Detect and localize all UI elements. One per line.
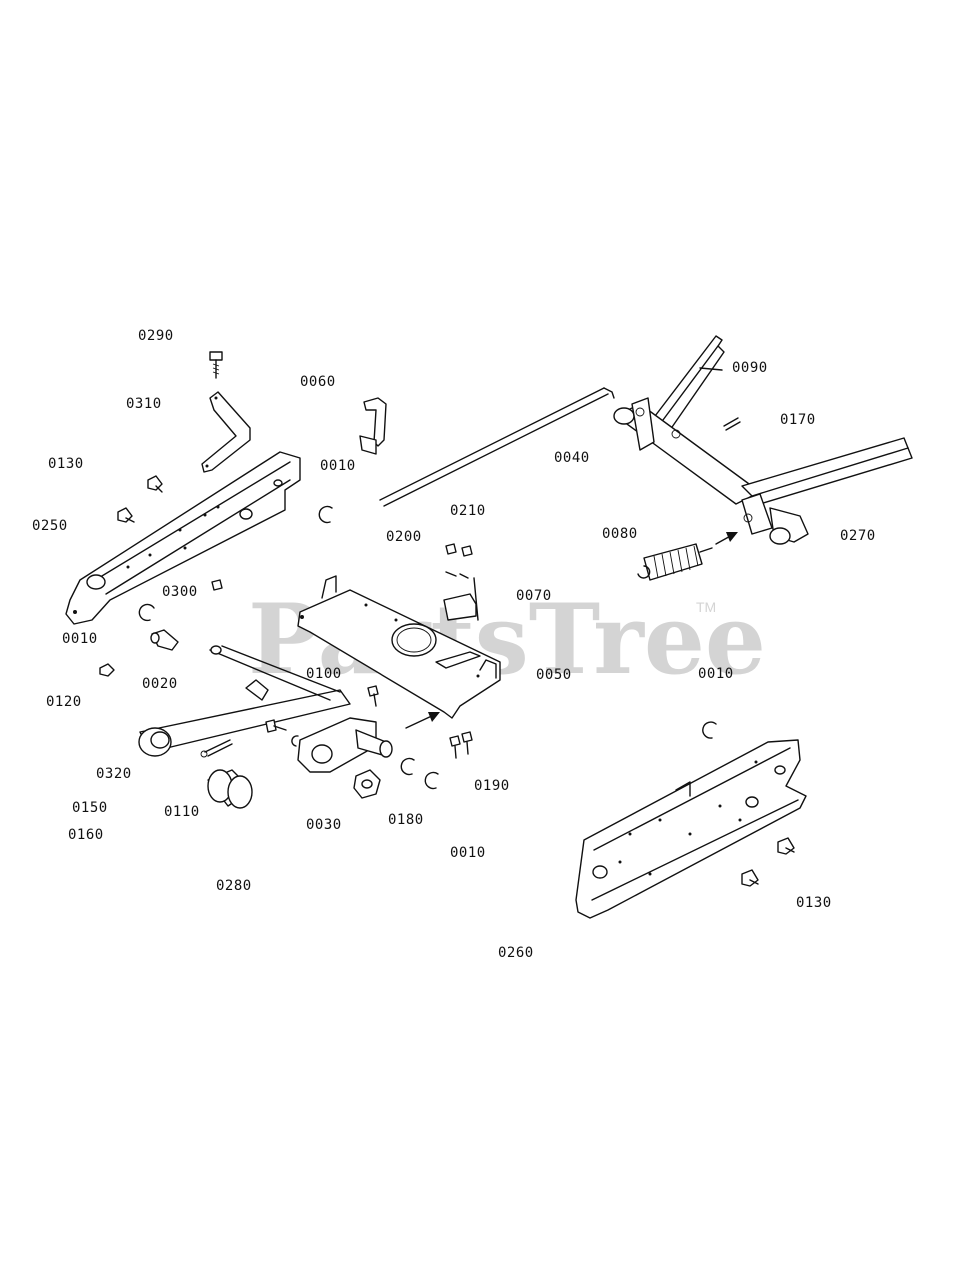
pin-0170 xyxy=(723,417,741,431)
part-label-0010: 0010 xyxy=(450,845,486,861)
part-label-0050: 0050 xyxy=(536,667,572,683)
part-label-0250: 0250 xyxy=(32,518,68,534)
e-clip-0190-a xyxy=(400,757,415,776)
part-label-0010: 0010 xyxy=(62,631,98,647)
e-clip-0010-left xyxy=(138,603,155,622)
part-label-0030: 0030 xyxy=(306,817,342,833)
cotter-pin-0150 xyxy=(200,739,233,758)
part-label-0120: 0120 xyxy=(46,694,82,710)
bolt-0130-right-b xyxy=(741,869,759,887)
part-label-0300: 0300 xyxy=(162,584,198,600)
bracket-0310 xyxy=(201,391,251,473)
part-label-0010: 0010 xyxy=(698,666,734,682)
part-label-0070: 0070 xyxy=(516,588,552,604)
mounting-plate-0100 xyxy=(297,575,501,719)
part-label-0270: 0270 xyxy=(840,528,876,544)
part-label-0260: 0260 xyxy=(498,945,534,961)
right-frame-rail xyxy=(575,739,807,919)
sleeve-0110 xyxy=(207,769,253,809)
bracket-0070 xyxy=(443,577,479,621)
part-label-0040: 0040 xyxy=(554,450,590,466)
part-label-0160: 0160 xyxy=(68,827,104,843)
nut-large-0180 xyxy=(353,769,381,799)
part-label-0130: 0130 xyxy=(48,456,84,472)
e-clip-0010-right xyxy=(702,721,717,739)
lever-0090 xyxy=(651,335,725,431)
rod-0040 xyxy=(379,387,615,507)
e-clip-0190-b xyxy=(424,771,439,790)
bolt-0290 xyxy=(209,351,223,379)
part-label-0080: 0080 xyxy=(602,526,638,542)
part-label-0100: 0100 xyxy=(306,666,342,682)
part-label-0020: 0020 xyxy=(142,676,178,692)
part-label-0060: 0060 xyxy=(300,374,336,390)
cross-tube-0270 xyxy=(613,397,761,505)
left-frame-rail xyxy=(65,451,301,625)
part-label-0190: 0190 xyxy=(474,778,510,794)
bolt-0250 xyxy=(117,507,135,523)
bolt-small-0180 xyxy=(265,719,287,733)
part-label-0090: 0090 xyxy=(732,360,768,376)
bolt-plate xyxy=(367,685,379,707)
e-clip-0010-center xyxy=(318,505,333,524)
bolts-0190 xyxy=(449,731,473,759)
bracket-0060 xyxy=(359,397,387,455)
bushing-0020 xyxy=(150,629,179,651)
part-label-0150: 0150 xyxy=(72,800,108,816)
part-label-0210: 0210 xyxy=(450,503,486,519)
cross-shaft-0320 xyxy=(138,645,351,757)
part-label-0280: 0280 xyxy=(216,878,252,894)
watermark-trademark: TM xyxy=(696,599,716,615)
part-labels: 0290 0310 0060 0130 0010 0250 0200 0210 … xyxy=(32,328,876,961)
bolt-0130-left xyxy=(147,475,163,493)
part-label-0310: 0310 xyxy=(126,396,162,412)
part-label-0110: 0110 xyxy=(164,804,200,820)
c-clip-small xyxy=(291,735,299,747)
part-label-0320: 0320 xyxy=(96,766,132,782)
nut-0120 xyxy=(99,663,115,677)
nuts-0070 xyxy=(445,543,473,579)
arrow-to-plate xyxy=(405,712,440,729)
nut-0300 xyxy=(211,579,223,591)
handle-arm-0270 xyxy=(741,437,913,545)
part-label-0130: 0130 xyxy=(796,895,832,911)
pivot-arm-0030 xyxy=(297,717,393,773)
part-label-0010: 0010 xyxy=(320,458,356,474)
bolt-0130-right-a xyxy=(777,837,795,855)
part-label-0200: 0200 xyxy=(386,529,422,545)
part-label-0170: 0170 xyxy=(780,412,816,428)
part-label-0180: 0180 xyxy=(388,812,424,828)
spring-0080 xyxy=(637,532,738,581)
part-label-0290: 0290 xyxy=(138,328,174,344)
